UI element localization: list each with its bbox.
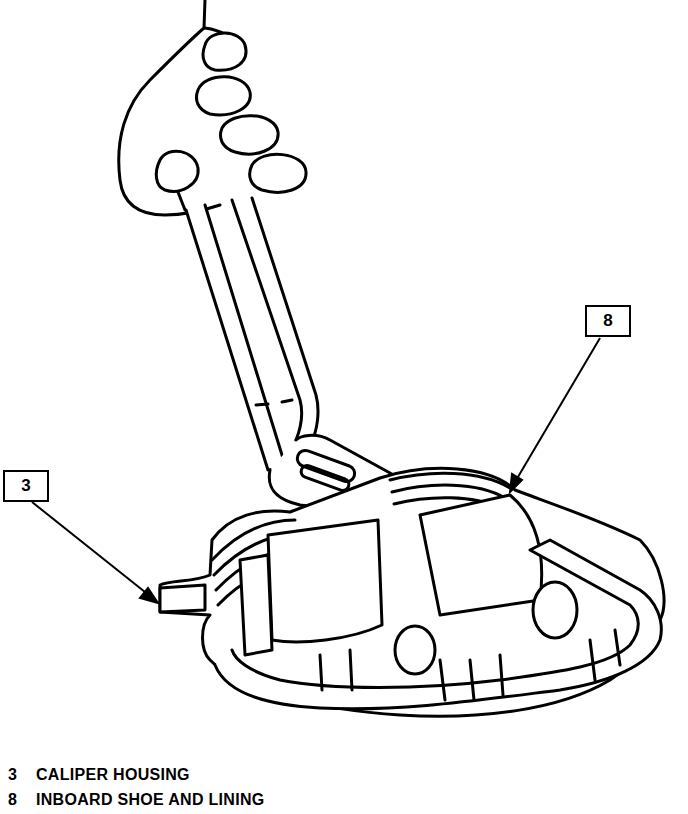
arrowhead [510,474,522,492]
leader-line [515,338,600,482]
callout-box: 3 [3,470,49,502]
callout-number: 8 [603,311,612,331]
callout-number: 3 [8,766,17,784]
callout-box: 8 [585,305,631,337]
callout-number: 8 [8,791,17,809]
part-name: CALIPER HOUSING [36,766,190,784]
callout-number: 3 [21,476,30,496]
leader-line [32,502,150,596]
arrowhead [140,588,158,603]
part-name: INBOARD SHOE AND LINING [36,791,265,809]
